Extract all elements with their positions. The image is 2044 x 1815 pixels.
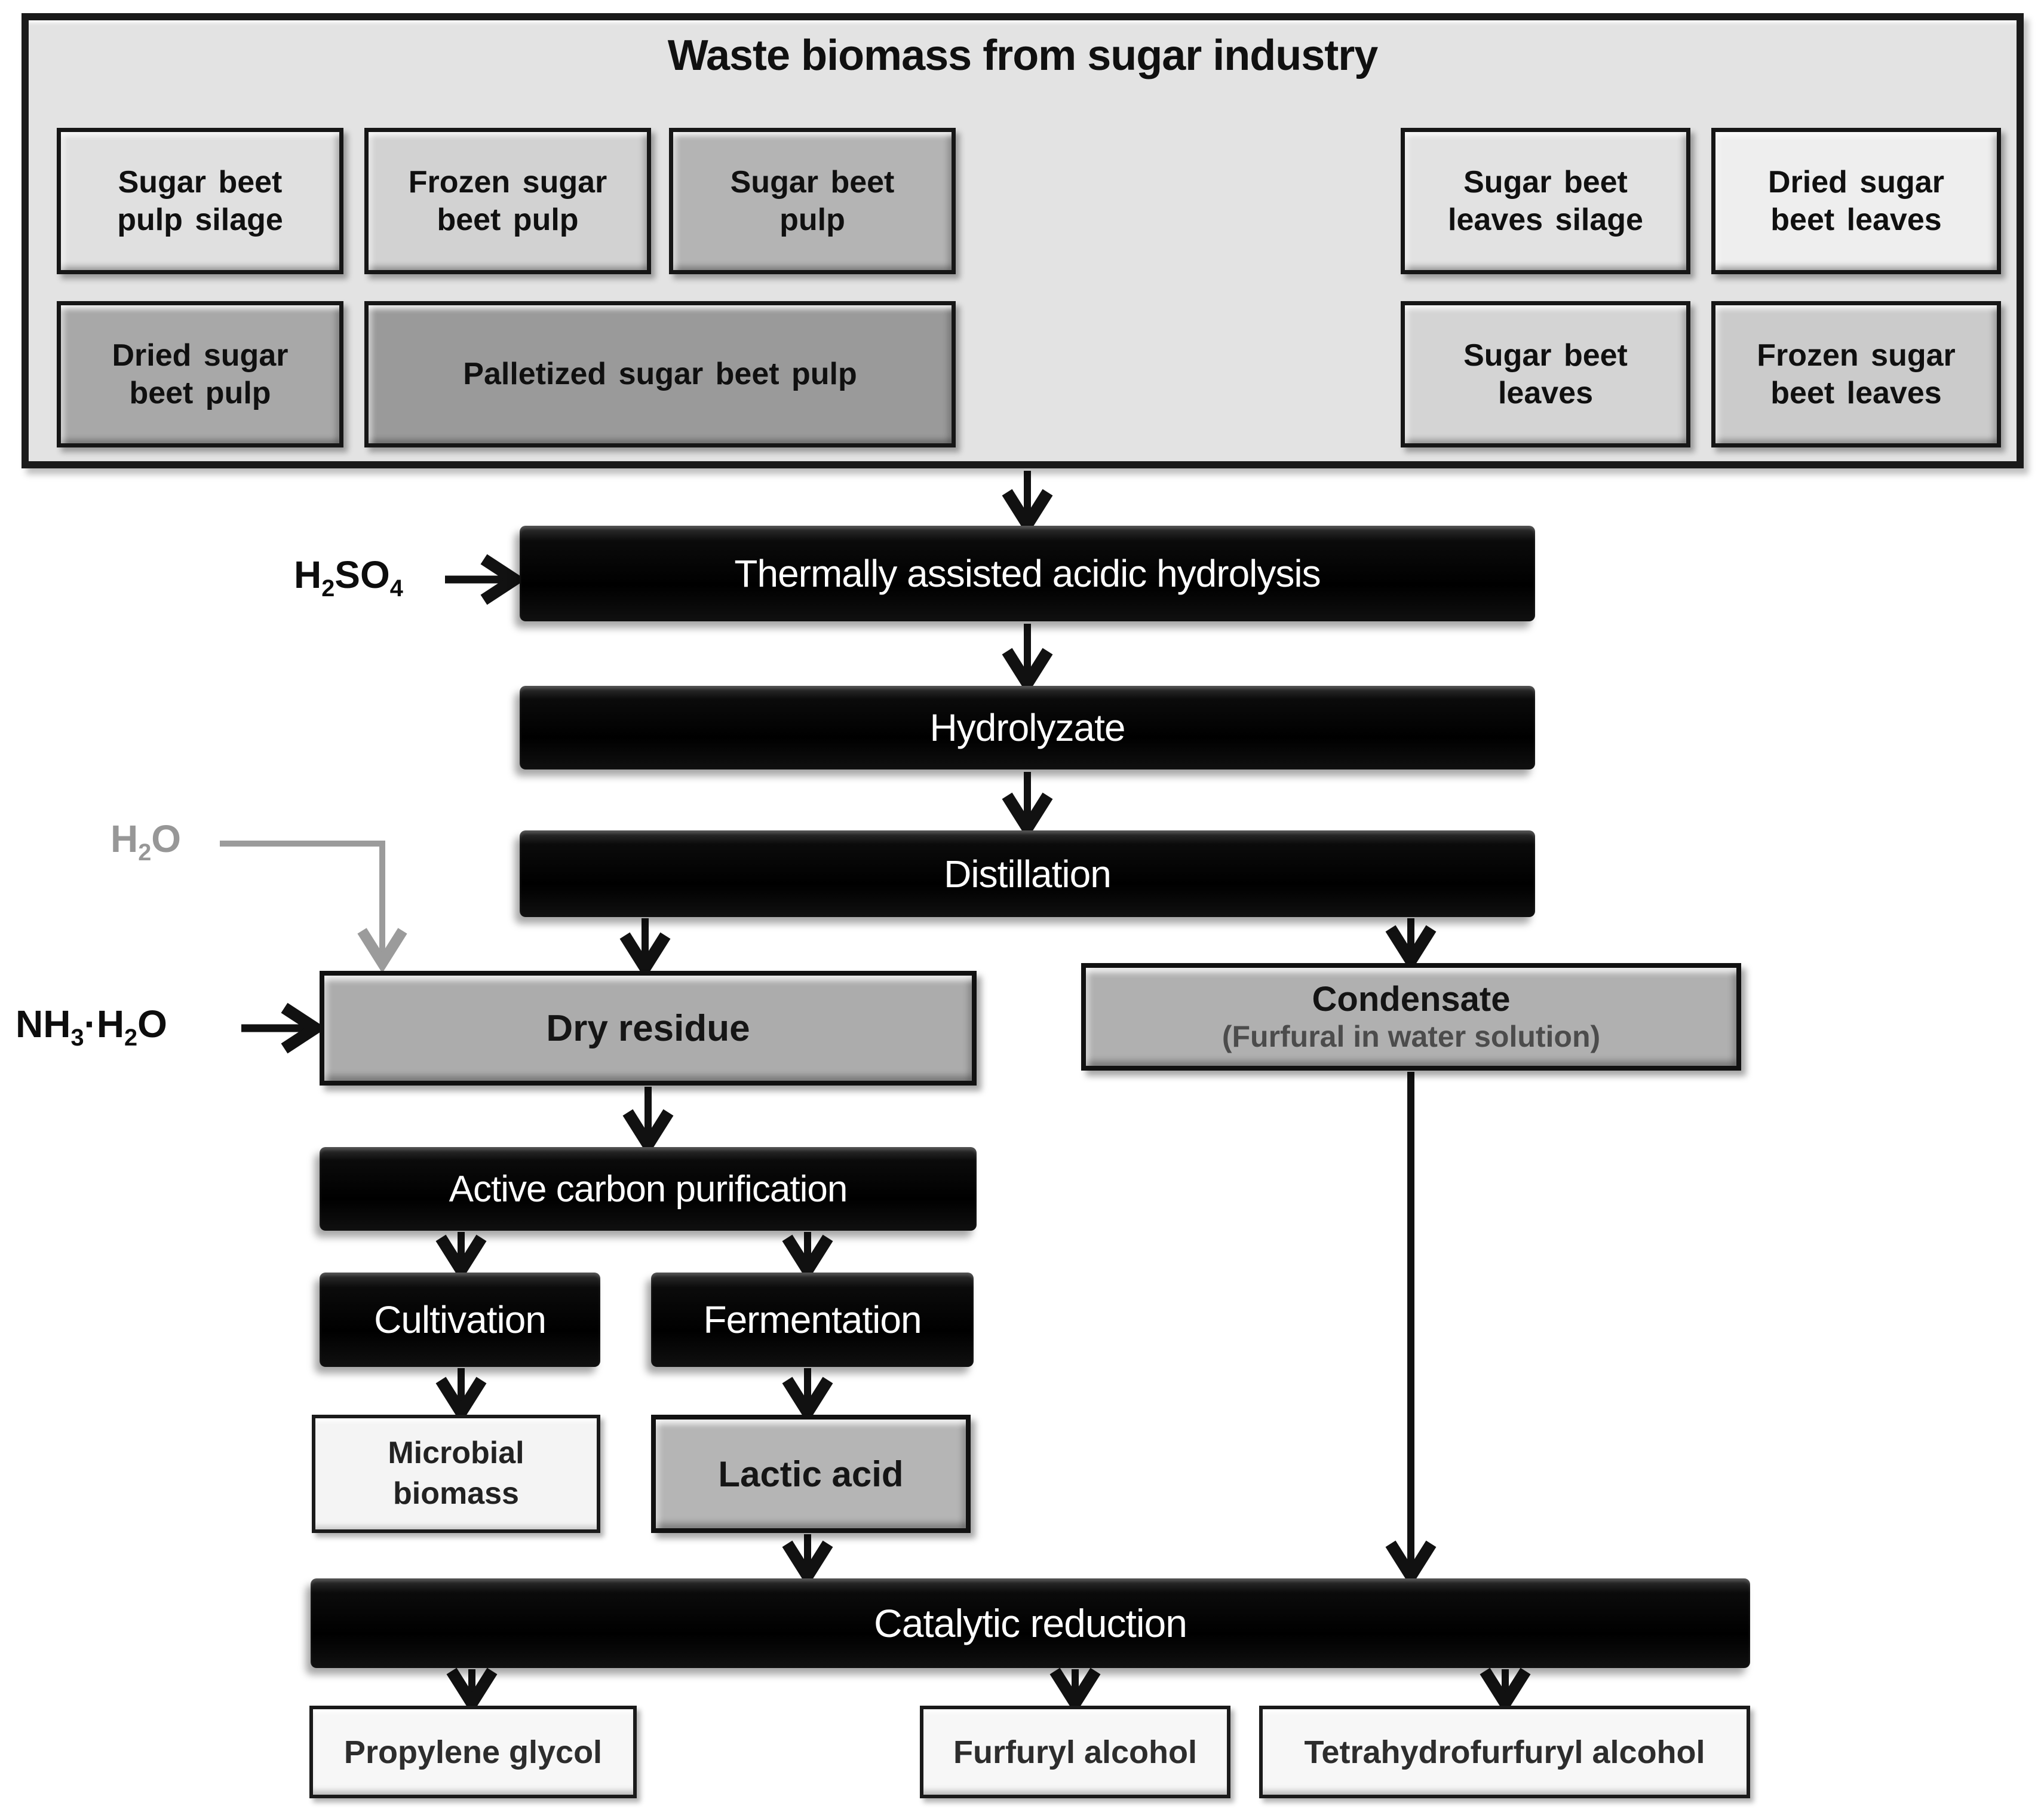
process-box-distillation: Distillation [520, 830, 1535, 917]
diagram-title: Waste biomass from sugar industry [667, 32, 1379, 79]
arrow-purification-to-cultivation [435, 1232, 487, 1281]
dry-residue-box: Dry residue [320, 971, 977, 1086]
lactic-acid-box: Lactic acid [651, 1415, 971, 1533]
process-box-fermentation: Fermentation [651, 1273, 974, 1367]
product-box-tetrahydrofurfuryl-alcohol: Tetrahydrofurfuryl alcohol [1259, 1706, 1750, 1798]
source-box-sugar-beet-leaves-silage: Sugar beet leaves silage [1401, 128, 1690, 274]
process-box-hydrolysis: Thermally assisted acidic hydrolysis [520, 526, 1535, 621]
source-box-sugar-beet-leaves: Sugar beet leaves [1401, 301, 1690, 447]
arrow-lactic-to-catalytic [782, 1534, 833, 1587]
process-box-catalytic-reduction: Catalytic reduction [311, 1578, 1750, 1668]
process-box-active-carbon-purification: Active carbon purification [320, 1147, 977, 1231]
arrow-h2o-to-dry-residue [220, 841, 407, 973]
arrow-fermentation-to-lactic [782, 1368, 833, 1424]
arrow-cultivation-to-microbial [435, 1368, 487, 1424]
h2so4-label: H2SO4 [294, 553, 403, 602]
arrow-dry-residue-to-purification [622, 1087, 674, 1156]
arrow-distillation-to-condensate [1385, 918, 1437, 972]
arrow-distillation-to-dry-residue [619, 918, 671, 979]
nh3-h2o-label: NH3·H2O [16, 1002, 167, 1051]
condensate-box: Condensate (Furfural in water solution) [1081, 963, 1741, 1071]
arrow-catalytic-to-propylene [446, 1667, 498, 1715]
source-box-sugar-beet-pulp-silage: Sugar beet pulp silage [57, 128, 343, 274]
arrow-catalytic-to-furfuryl [1049, 1667, 1101, 1715]
source-box-dried-sugar-beet-leaves: Dried sugar beet leaves [1711, 128, 2001, 274]
condensate-title: Condensate [1312, 979, 1511, 1019]
arrow-biomass-to-hydrolysis [1002, 471, 1053, 536]
arrow-hydrolyzate-to-distillation [1002, 772, 1053, 839]
h2o-label: H2O [111, 817, 182, 866]
source-box-dried-sugar-beet-pulp: Dried sugar beet pulp [57, 301, 343, 447]
source-box-sugar-beet-pulp: Sugar beet pulp [669, 128, 956, 274]
arrow-condensate-to-catalytic [1385, 1072, 1437, 1587]
process-box-hydrolyzate: Hydrolyzate [520, 686, 1535, 769]
source-box-palletized-sugar-beet-pulp: Palletized sugar beet pulp [364, 301, 956, 447]
condensate-subtitle: (Furfural in water solution) [1222, 1019, 1601, 1053]
arrow-hydrolysis-to-hydrolyzate [1002, 624, 1053, 695]
product-box-furfuryl-alcohol: Furfuryl alcohol [920, 1706, 1230, 1798]
arrow-nh3-to-dry-residue [241, 1002, 327, 1054]
arrow-catalytic-to-thf [1480, 1667, 1531, 1715]
waste-biomass-container: Waste biomass from sugar industry Sugar … [22, 13, 2024, 468]
source-box-frozen-sugar-beet-pulp: Frozen sugar beet pulp [364, 128, 651, 274]
source-box-frozen-sugar-beet-leaves: Frozen sugar beet leaves [1711, 301, 2001, 447]
microbial-biomass-box: Microbial biomass [312, 1415, 600, 1533]
process-box-cultivation: Cultivation [320, 1273, 600, 1367]
arrow-h2so4-to-hydrolysis [445, 554, 526, 605]
product-box-propylene-glycol: Propylene glycol [309, 1706, 637, 1798]
arrow-purification-to-fermentation [782, 1232, 833, 1281]
